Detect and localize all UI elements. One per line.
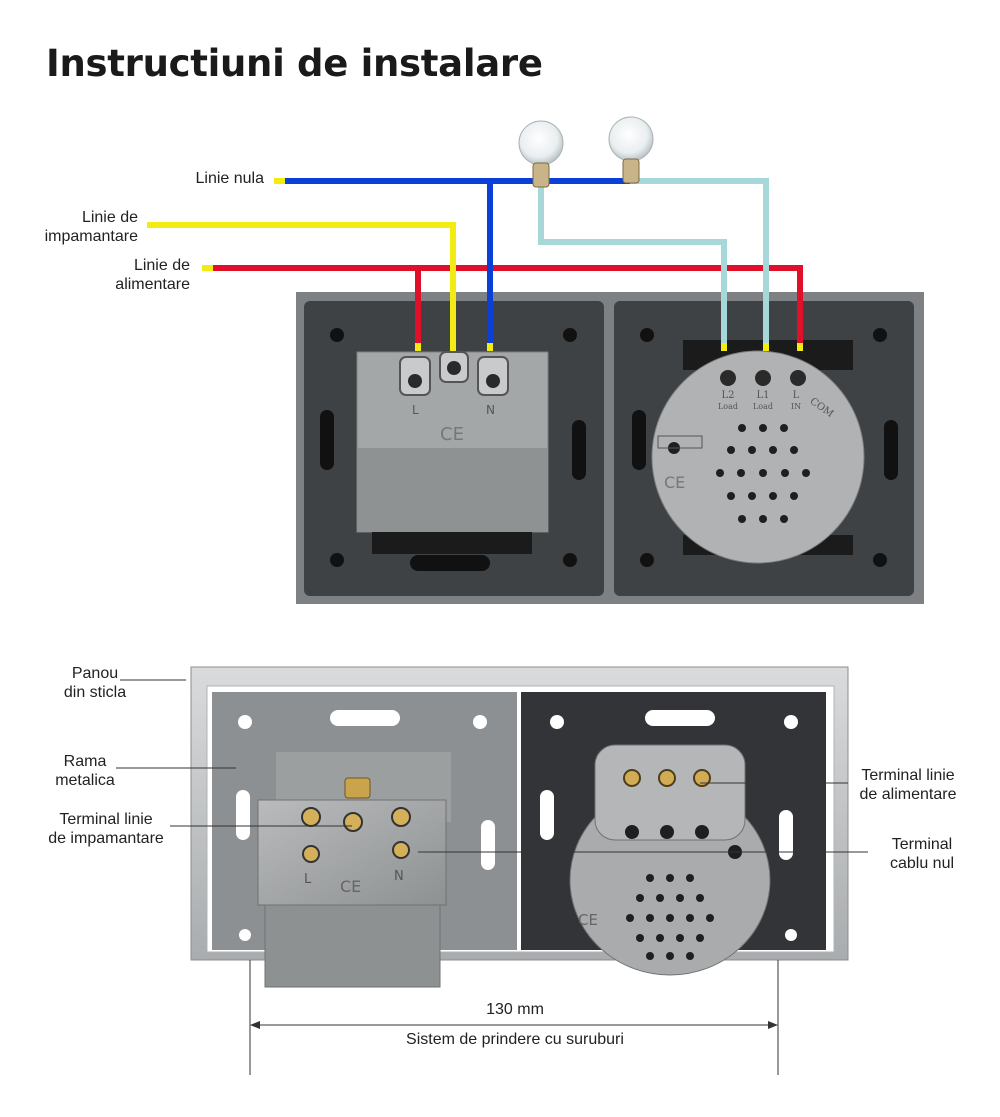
supply-wire [213,265,803,345]
wiring-back-panels: L N CE L2 L1 L Load Load IN COM CE [296,292,924,604]
socket-mark-l: L [412,403,419,417]
switch-mark-load-2: Load [718,402,738,411]
mounting-system-label: Sistem de prindere cu suruburi [406,1031,624,1048]
supply-line-label: Linie de alimentare [115,257,190,293]
light-bulb-icon [518,120,564,188]
svg-text:CE: CE [664,473,685,492]
svg-text:CE: CE [578,911,598,929]
width-dimension-label: 130 mm [486,1001,544,1018]
page-title: Instructiuni de instalare [46,42,543,85]
switch-mark-in: IN [791,402,801,411]
assembly-mark-n: N [394,869,404,884]
load-wire-2 [630,178,769,345]
svg-text:CE: CE [340,877,361,896]
supply-terminal-label: Terminal linie de alimentare [859,767,957,803]
wires [158,178,803,345]
switch-mark-load-1: Load [753,402,773,411]
switch-mark-l: L [793,390,800,401]
dimension-line [249,960,779,1075]
assembly-view: L N CE CE [190,666,849,988]
switch-mark-l2: L2 [721,390,734,401]
assembly-mark-l: L [304,872,312,887]
switch-mark-l1: L1 [756,390,769,401]
glass-panel-label: Panou din sticla [63,665,127,701]
ground-terminal-label: Terminal linie de impamantare [48,811,164,847]
svg-text:CE: CE [440,424,464,445]
load-wire-1 [538,185,727,345]
neutral-terminal-label: Terminal cablu nul [889,836,955,872]
light-bulb-icon [608,116,654,184]
neutral-line-label: Linie nula [195,170,265,187]
socket-mark-n: N [486,403,495,417]
ground-wire [158,222,456,345]
ground-line-label: Linie de impamantare [44,209,138,245]
metal-frame-label: Rama metalica [55,753,115,789]
leader-lines [116,679,868,853]
